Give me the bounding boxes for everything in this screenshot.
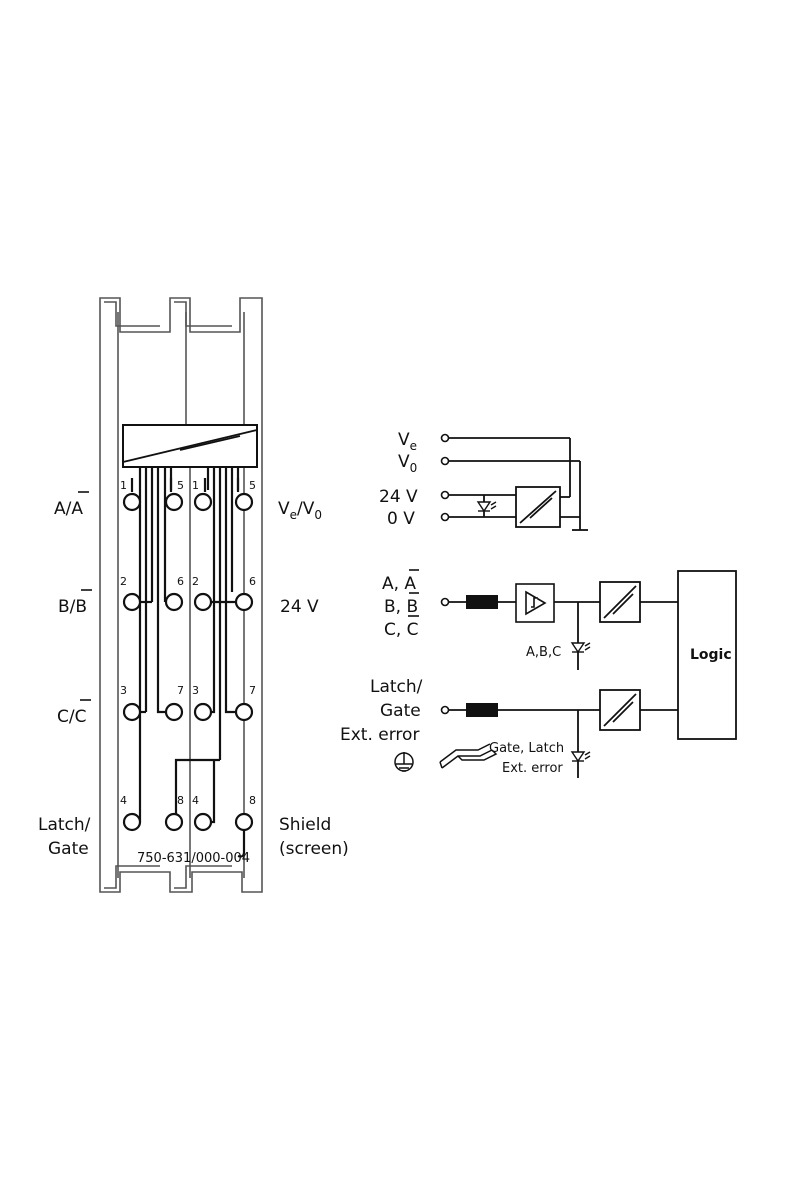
label-latch: Latch/ [38, 815, 91, 835]
schmitt-trigger-icon [515, 583, 555, 623]
optocoupler-latch-icon [599, 689, 641, 731]
logic-label: Logic [690, 647, 732, 663]
schem-label-ext-error: Ext. error [340, 725, 419, 745]
led-abc-icon [570, 642, 591, 654]
label-c: C/C [57, 707, 86, 727]
terminal-c4-r2 [234, 592, 254, 612]
din-rail-icon [439, 743, 498, 769]
schematic-terminals [440, 433, 450, 715]
module-electronics-block [122, 424, 258, 468]
pin-c4-r2: 6 [249, 575, 256, 588]
pin-c4-r1: 5 [249, 479, 256, 492]
module-terminals [122, 492, 254, 832]
pin-c1-r4: 4 [120, 794, 127, 807]
terminal-c1-r4 [122, 812, 142, 832]
power-converter-icon [515, 486, 561, 528]
terminal-c4-r3 [234, 702, 254, 722]
label-screen: (screen) [279, 839, 349, 859]
schem-label-ext-error-led: Ext. error [502, 761, 563, 776]
schem-label-ve: Ve [398, 430, 417, 453]
schem-label-latch: Latch/ [370, 677, 423, 697]
shield-hook-icon [237, 830, 246, 858]
pin-numbers: 1 5 1 5 2 6 2 6 3 7 3 7 4 8 4 8 [120, 479, 256, 807]
label-shield: Shield [279, 815, 331, 835]
logic-block [677, 570, 737, 740]
label-ve-v0: Ve/V0 [278, 499, 322, 522]
module-internal-wiring [130, 467, 244, 824]
ground-icon [394, 752, 414, 772]
terminal-c1-r3 [122, 702, 142, 722]
terminal-c2-r2 [164, 592, 184, 612]
pin-c3-r4: 4 [192, 794, 199, 807]
label-a: A/A [54, 499, 83, 519]
schematic-lines [448, 437, 678, 778]
schem-label-0v: 0 V [387, 509, 415, 529]
pin-c3-r3: 3 [192, 684, 199, 697]
pin-c2-r4: 8 [177, 794, 184, 807]
terminal-c2-r1 [164, 492, 184, 512]
pin-c1-r1: 1 [120, 479, 127, 492]
terminal-c4-r1 [234, 492, 254, 512]
schem-label-b: B, B [384, 597, 418, 617]
led-power-icon [476, 501, 497, 513]
part-number: 750-631/000-004 [137, 851, 250, 866]
pin-c3-r1: 1 [192, 479, 199, 492]
terminal-c3-r2 [193, 592, 213, 612]
filter-abc [466, 595, 498, 609]
terminal-c2-r3 [164, 702, 184, 722]
pin-c4-r4: 8 [249, 794, 256, 807]
schem-label-v0: V0 [398, 452, 417, 475]
terminal-c3-r3 [193, 702, 213, 722]
terminal-c1-r1 [122, 492, 142, 512]
pin-c2-r1: 5 [177, 479, 184, 492]
terminal-c3-r1 [193, 492, 213, 512]
schem-label-a: A, A [382, 574, 416, 594]
schem-label-24v: 24 V [379, 487, 418, 507]
pin-c1-r3: 3 [120, 684, 127, 697]
terminal-c1-r2 [122, 592, 142, 612]
pin-c4-r3: 7 [249, 684, 256, 697]
label-gate: Gate [48, 839, 89, 859]
led-latch-icon [570, 751, 591, 763]
schem-label-gate-latch-led: Gate, Latch [489, 741, 564, 756]
schem-label-gate: Gate [380, 701, 421, 721]
schem-label-c: C, C [384, 620, 419, 640]
terminal-c4-r4 [234, 812, 254, 832]
terminal-c2-r4 [164, 812, 184, 832]
filter-latch [466, 703, 498, 717]
optocoupler-abc-icon [599, 581, 641, 623]
pin-c3-r2: 2 [192, 575, 199, 588]
terminal-c3-r4 [193, 812, 213, 832]
pin-c2-r2: 6 [177, 575, 184, 588]
label-24v: 24 V [280, 597, 319, 617]
pin-c2-r3: 7 [177, 684, 184, 697]
schem-label-abc-led: A,B,C [526, 645, 561, 660]
label-b: B/B [58, 597, 87, 617]
pin-c1-r2: 2 [120, 575, 127, 588]
